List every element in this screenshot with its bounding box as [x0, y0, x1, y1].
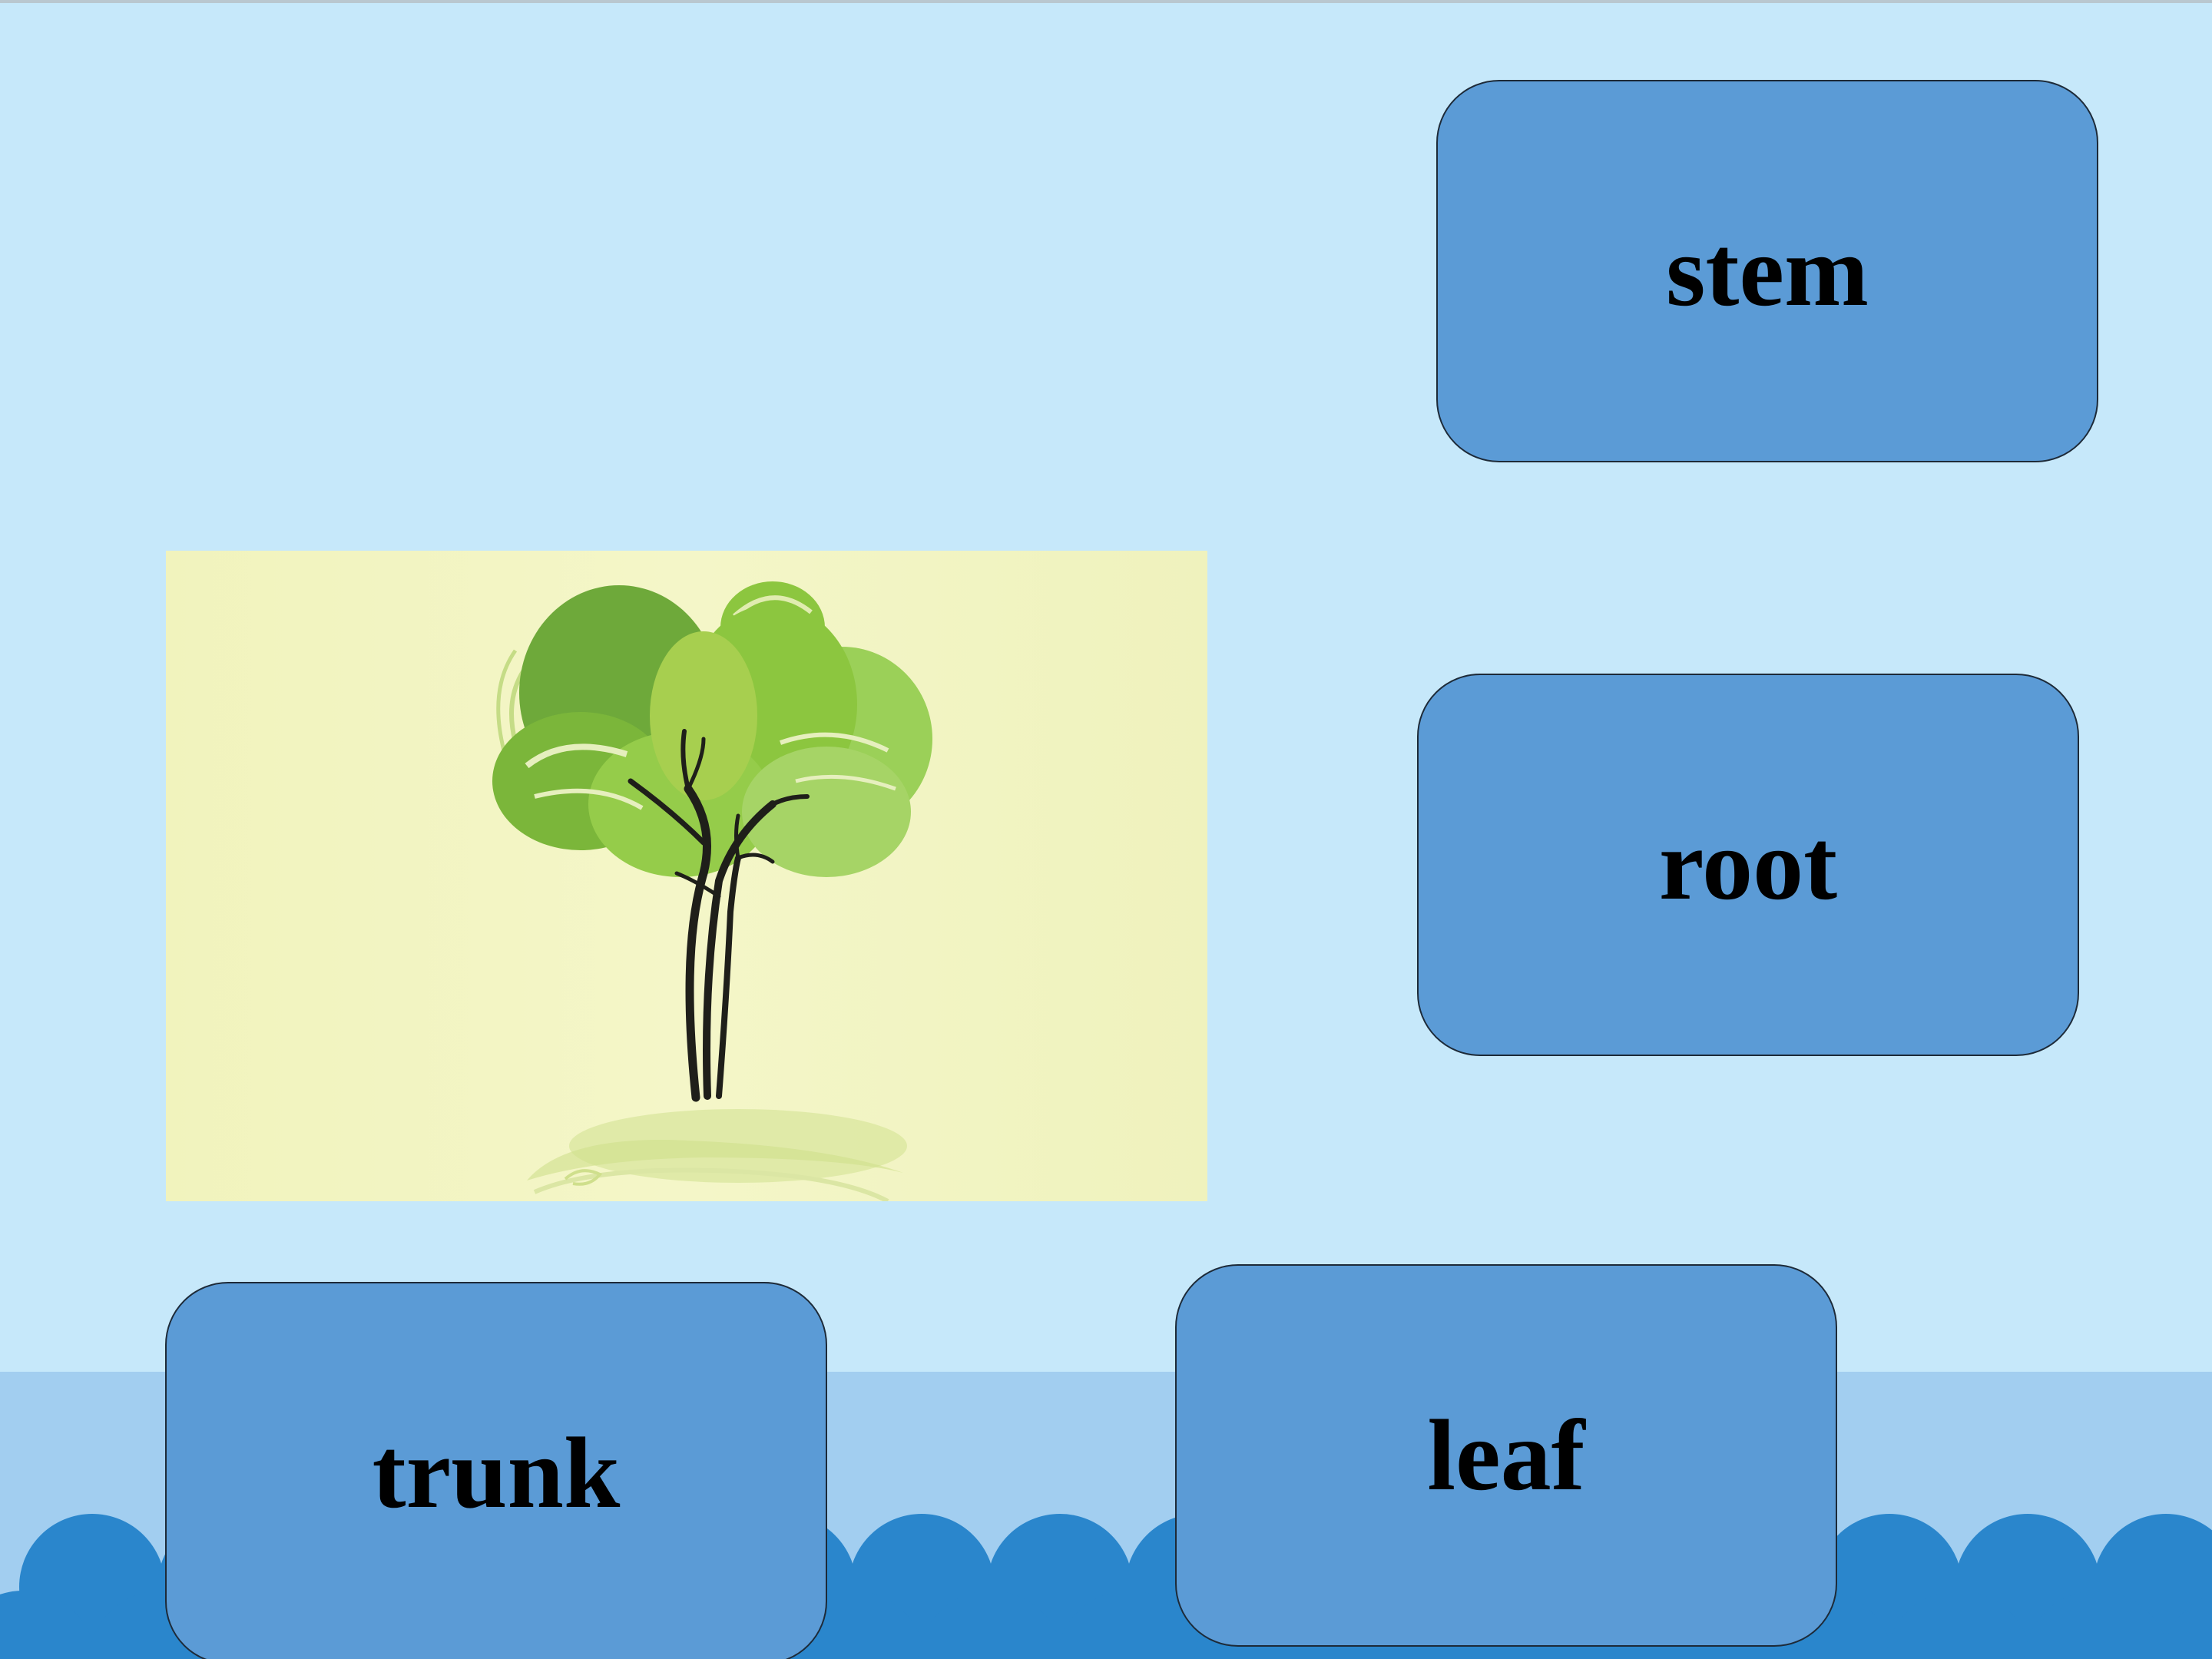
ground-swirl	[527, 1109, 907, 1201]
word-card-leaf-label: leaf	[1427, 1399, 1585, 1512]
word-card-stem-label: stem	[1666, 214, 1869, 327]
word-card-root-label: root	[1658, 808, 1838, 921]
word-card-leaf[interactable]: leaf	[1175, 1264, 1837, 1647]
word-card-trunk[interactable]: trunk	[165, 1282, 827, 1659]
tree-trunk	[628, 729, 810, 1102]
word-card-root[interactable]: root	[1417, 674, 2079, 1056]
word-card-stem[interactable]: stem	[1436, 80, 2098, 462]
tree-picture	[166, 551, 1207, 1201]
top-border	[0, 0, 2212, 3]
tree-canopy	[492, 581, 932, 877]
word-card-trunk-label: trunk	[372, 1416, 621, 1529]
